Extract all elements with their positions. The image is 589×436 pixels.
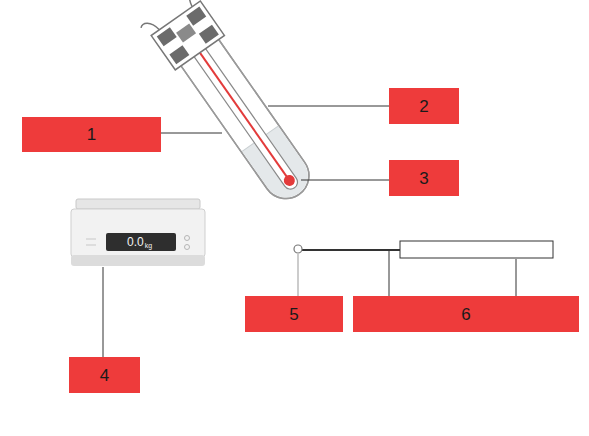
display-reading: kg xyxy=(145,242,152,249)
callout-box: 3 xyxy=(389,160,459,196)
callout-number: 6 xyxy=(461,306,470,323)
callout-box: 5 xyxy=(245,296,343,332)
callout-box: 4 xyxy=(69,357,140,393)
display-reading: 0.0 xyxy=(127,236,144,248)
callout-box: 2 xyxy=(389,88,459,124)
callout-number: 5 xyxy=(289,306,298,323)
callout-box: 6 xyxy=(353,296,579,332)
callout-number: 1 xyxy=(87,126,96,143)
thermometer xyxy=(186,36,301,191)
callout-number: 2 xyxy=(419,98,428,115)
test-tube xyxy=(140,0,327,214)
callout-number: 3 xyxy=(419,170,428,187)
clamp xyxy=(151,1,224,70)
weighing-scale xyxy=(71,199,205,266)
callout-box: 1 xyxy=(22,117,161,152)
callout-number: 4 xyxy=(100,367,109,384)
stick xyxy=(294,241,553,258)
